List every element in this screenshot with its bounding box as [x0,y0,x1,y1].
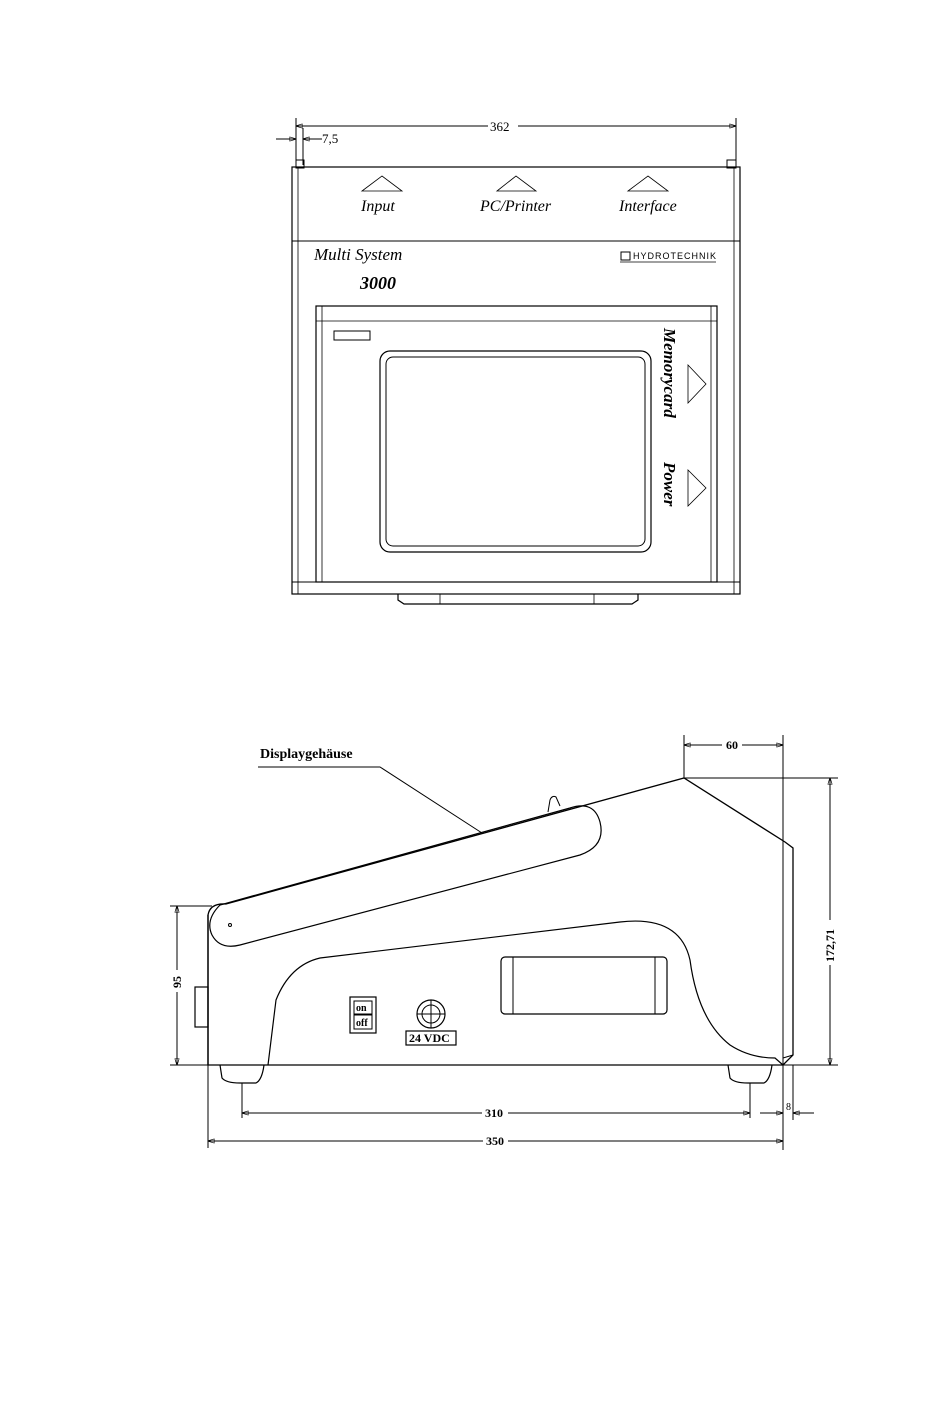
side-view: Displaygehäuse 60 172,71 95 [170,735,838,1150]
port-input-label: Input [360,198,395,215]
dimension-width: 362 [296,118,736,165]
display-housing [210,806,601,946]
callout-display-housing: Displaygehäuse [260,747,353,762]
dimension-offset: 7,5 [276,128,338,165]
dim-60-label: 60 [726,738,738,752]
dim-8-label: 8 [786,1102,791,1113]
side-housing [208,778,793,1065]
dim-362-label: 362 [490,119,510,134]
front-foot [398,594,638,604]
port-interface: Interface [618,176,677,215]
dim-310-label: 310 [485,1106,503,1120]
side-grip [501,957,667,1014]
power-switch: on off [350,997,376,1033]
model-name: Multi System [313,245,402,264]
dim-172-71-label: 172,71 [823,929,837,962]
power-indicator [688,470,706,506]
brand-name: HYDROTECHNIK [633,251,717,261]
port-pc-printer: PC/Printer [479,176,552,215]
dimension-95: 95 [170,906,212,1065]
dimension-60: 60 [684,735,783,1150]
dimension-172-71: 172,71 [684,778,838,1065]
left-connector [195,987,208,1027]
memorycard-indicator [688,365,706,403]
power-label: Power [660,461,679,507]
port-interface-label: Interface [618,198,677,215]
switch-off-label: off [356,1018,368,1029]
foot-right [728,1065,772,1083]
callout-leader [258,767,482,833]
dim-95-label: 95 [170,976,184,988]
model-number: 3000 [359,273,396,293]
connector-label: 24 VDC [409,1031,450,1045]
front-view: 362 7,5 Input PC/Printer Interface [276,118,740,604]
display-screen [380,351,651,552]
port-pc-printer-label: PC/Printer [479,198,552,215]
memorycard-label: Memorycard [660,327,679,418]
foot-left [220,1065,264,1083]
card-slot [334,331,370,340]
display-frame [316,306,717,582]
dim-350-label: 350 [486,1134,504,1148]
brand-logo: HYDROTECHNIK [620,251,717,262]
dimension-8: 8 [760,1065,814,1120]
side-contour [268,921,783,1065]
power-connector: 24 VDC [406,1000,456,1045]
port-input: Input [360,176,402,215]
dimension-310: 310 [242,1083,750,1120]
dim-7-5-label: 7,5 [322,131,338,146]
switch-on-label: on [356,1003,367,1014]
